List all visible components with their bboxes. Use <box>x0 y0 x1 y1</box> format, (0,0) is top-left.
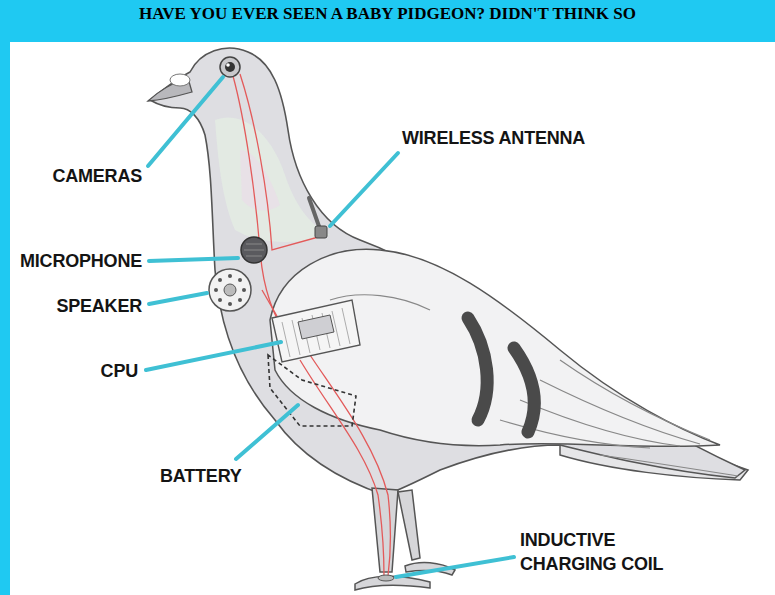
battery <box>268 355 356 426</box>
part-label: WIRELESS ANTENNA <box>402 126 585 150</box>
camera-glint <box>226 63 230 67</box>
speaker-cone <box>224 284 236 296</box>
leader-line <box>148 77 223 166</box>
antenna-base <box>315 226 327 238</box>
wires <box>233 74 390 576</box>
neck-sheen <box>215 117 330 241</box>
leader-line <box>146 342 281 370</box>
wing-feathers <box>330 295 738 476</box>
cpu-core <box>298 315 334 339</box>
part-label: BATTERY <box>160 464 242 488</box>
leader-line <box>149 293 207 304</box>
header-bar: HAVE YOU EVER SEEN A BABY PIDGEON? DIDN'… <box>0 0 775 42</box>
wing-bars <box>468 318 534 432</box>
part-label: CPU <box>101 359 138 383</box>
leader-lines <box>146 77 514 577</box>
part-label: SPEAKER <box>56 294 142 318</box>
meme-title: HAVE YOU EVER SEEN A BABY PIDGEON? DIDN'… <box>0 4 775 24</box>
microphone <box>241 237 267 263</box>
cpu-chip <box>272 300 360 362</box>
camera <box>220 57 240 77</box>
leader-line <box>396 557 514 577</box>
cere <box>170 74 190 86</box>
part-label: CAMERAS <box>52 164 142 188</box>
leader-line <box>149 258 238 261</box>
camera-lens <box>225 62 235 72</box>
part-label: INDUCTIVE CHARGING COIL <box>520 528 690 576</box>
speaker-holes <box>214 274 246 306</box>
leader-line <box>330 153 398 226</box>
charging-coil <box>378 575 394 581</box>
pigeon-body <box>150 48 745 495</box>
part-label: MICROPHONE <box>20 249 142 273</box>
microphone-grille <box>244 244 264 256</box>
speaker <box>209 269 251 311</box>
leader-line <box>236 405 298 459</box>
cpu-pins <box>282 308 350 357</box>
